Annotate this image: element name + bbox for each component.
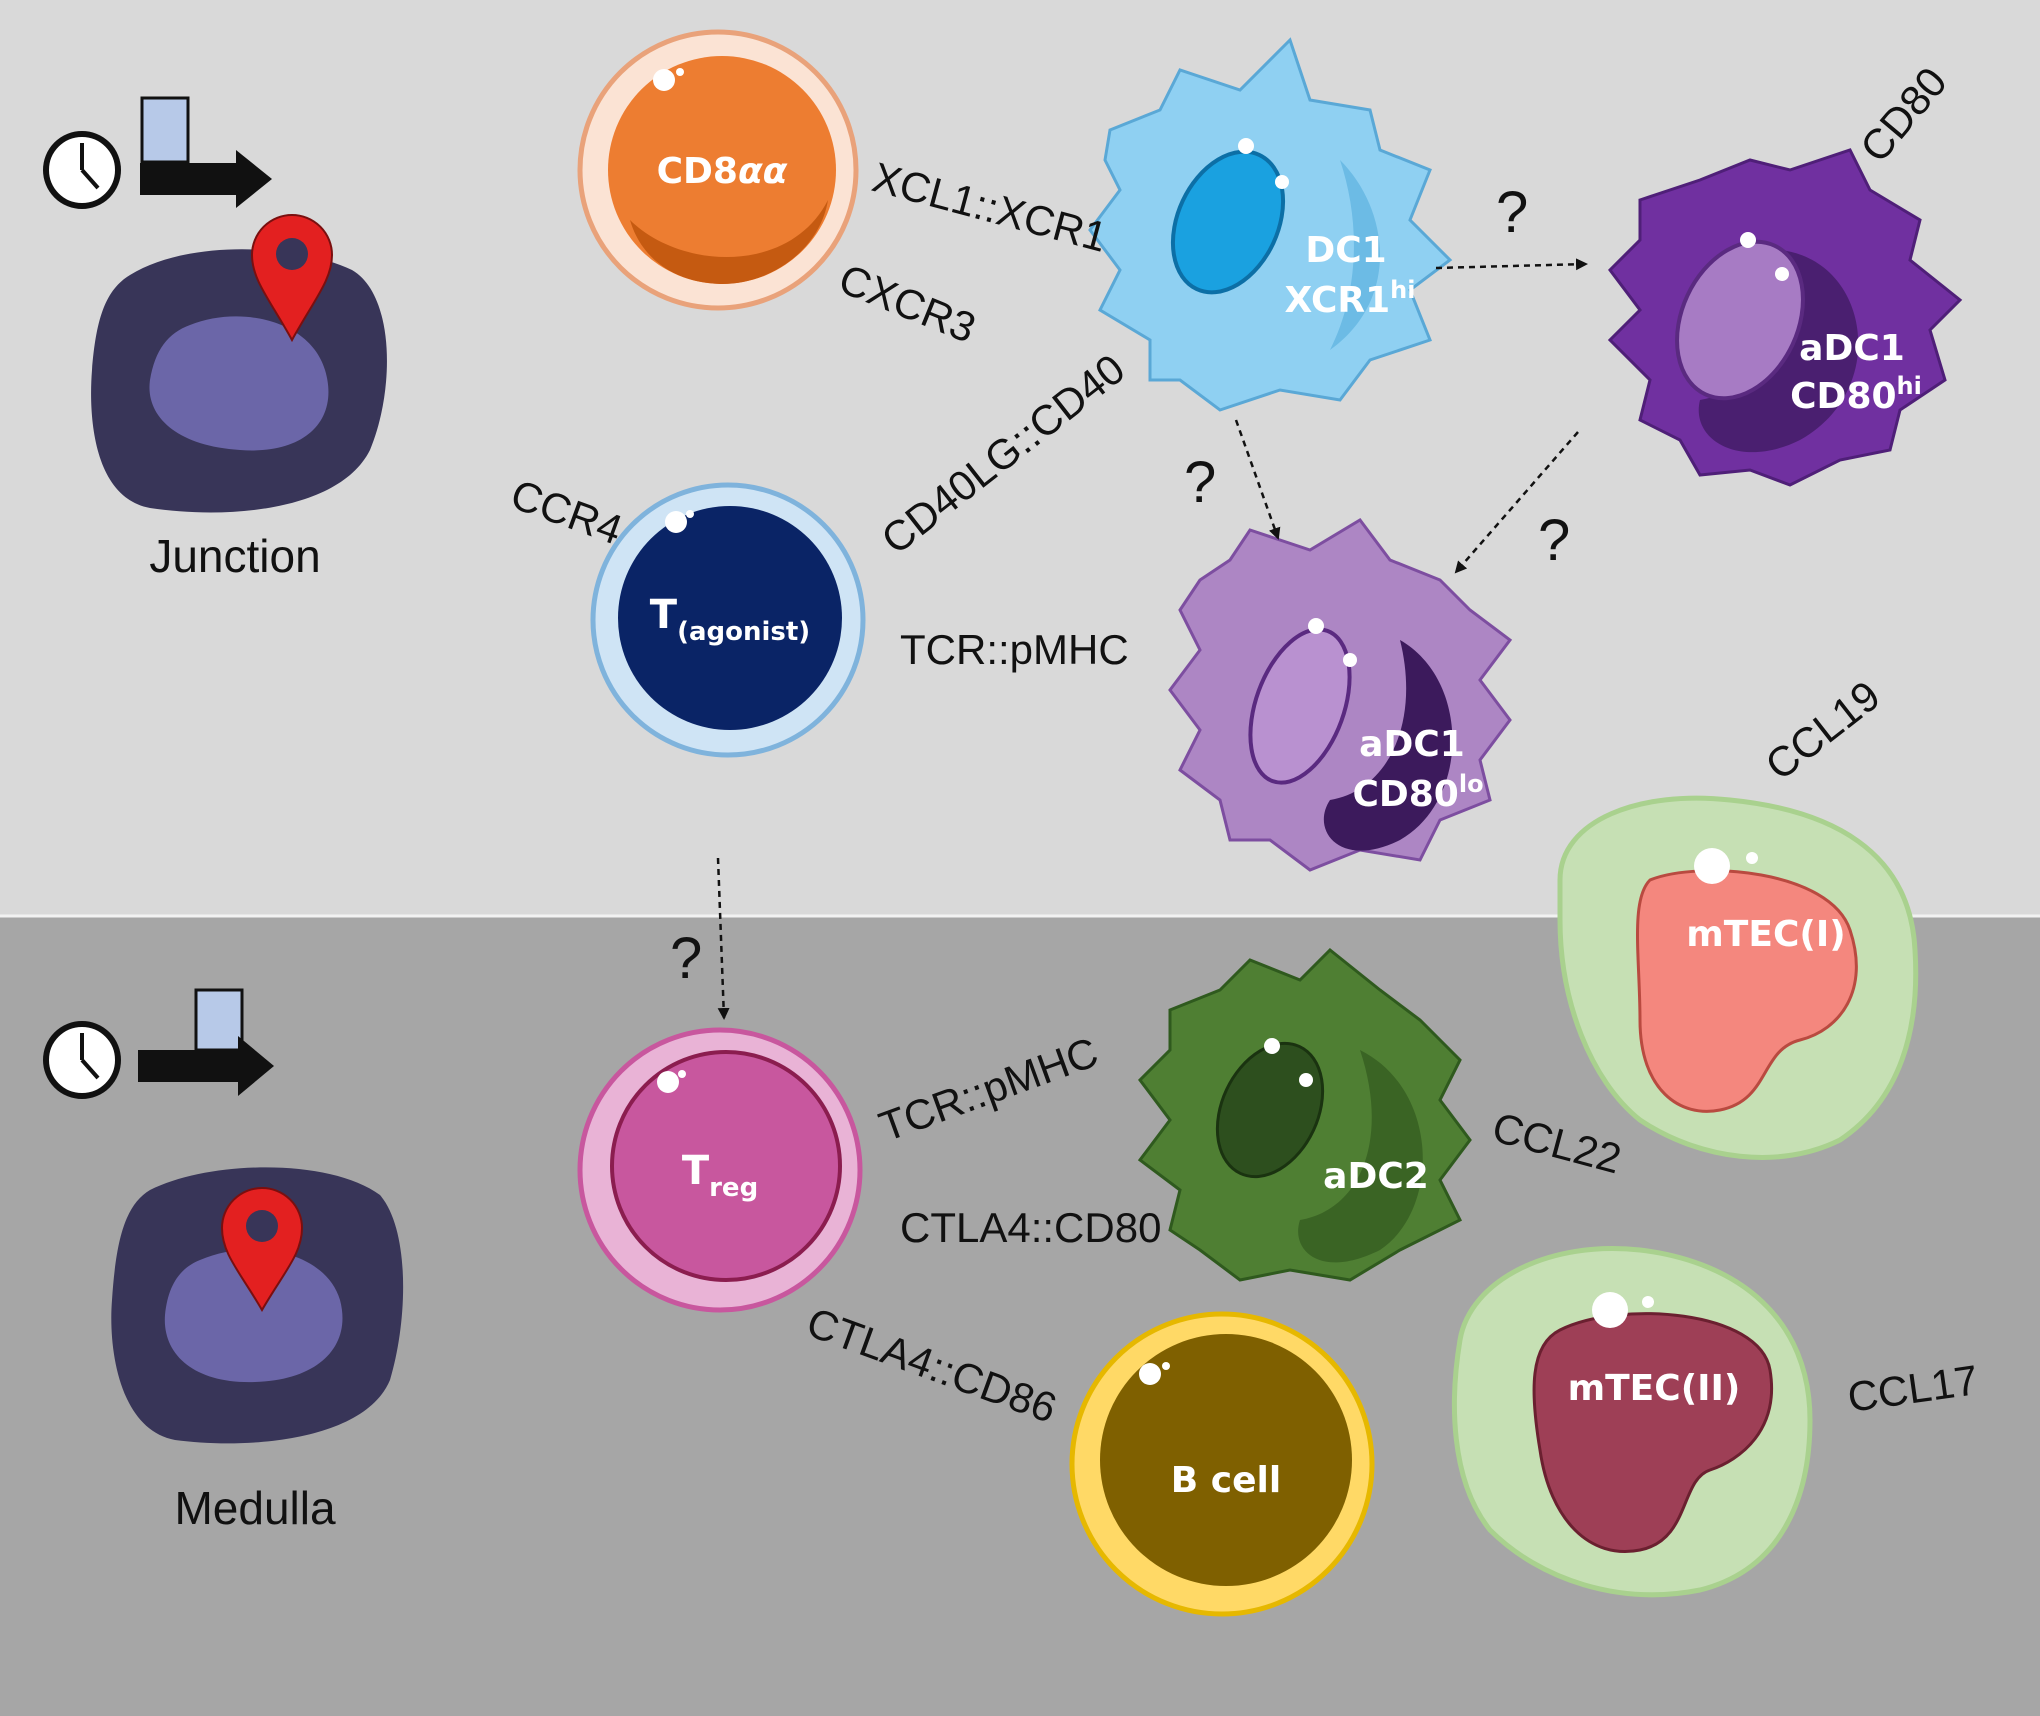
treg-label: Treg <box>682 1148 758 1203</box>
adc1-cd80lo-cell: aDC1 CD80lo <box>1168 518 1513 872</box>
mtec-ii-cell: mTEC(II) <box>1451 1246 1813 1598</box>
arrow-dc1-to-adc1-lo <box>1234 419 1281 540</box>
bent-arrow-icon <box>140 96 272 208</box>
medulla-icon: Medulla <box>43 988 404 1534</box>
location-pin-icon <box>250 214 334 343</box>
junction-icon: Junction <box>43 96 387 582</box>
mtec-ii-label: mTEC(II) <box>1568 1368 1741 1409</box>
junction-label: Junction <box>149 530 320 582</box>
cd8aa-label: CD8αα <box>657 151 788 192</box>
mtec-i-label: mTEC(I) <box>1686 914 1845 955</box>
clock-icon <box>43 1021 121 1099</box>
t-agonist-label: T(agonist) <box>650 592 810 647</box>
ctla4-cd80-label: CTLA4::CD80 <box>900 1204 1161 1251</box>
bent-arrow-icon <box>138 988 274 1096</box>
dc1-label: DC1 <box>1305 230 1386 271</box>
cd80hi-label: CD80hi <box>1790 372 1922 417</box>
dc1-xcr1hi-cell: DC1 XCR1hi <box>1088 37 1453 412</box>
cd80lo-label: CD80lo <box>1352 770 1483 815</box>
location-pin-icon <box>220 1187 304 1312</box>
arrow-adc1-hi-to-adc1-lo <box>1454 431 1579 574</box>
xcr1hi-label: XCR1hi <box>1285 276 1416 321</box>
adc1-cd80hi-cell: aDC1 CD80hi <box>1607 148 1963 487</box>
arrow-dc1-to-adc1-hi <box>1435 258 1588 271</box>
b-cell: B cell <box>1069 1311 1375 1617</box>
adc2-label: aDC2 <box>1323 1156 1429 1197</box>
adc1-lo-label: aDC1 <box>1359 724 1465 765</box>
thymus-lobule-icon <box>111 1167 404 1444</box>
question-mark-treg: ? <box>670 926 702 991</box>
treg-cell: Treg <box>577 1027 863 1313</box>
tcr-pmhc-top-label: TCR::pMHC <box>900 626 1129 673</box>
adc1-hi-label: aDC1 <box>1799 328 1905 369</box>
question-mark-dc1-adc1-lo: ? <box>1184 450 1216 515</box>
cd8aa-cell: CD8αα <box>577 29 859 311</box>
mtec-i-cell: mTEC(I) <box>1557 795 1919 1160</box>
arrow-t-agonist-to-treg <box>716 857 730 1020</box>
medulla-label: Medulla <box>174 1482 336 1534</box>
b-cell-label: B cell <box>1171 1460 1281 1501</box>
question-mark-adc1-hi-lo: ? <box>1538 508 1570 573</box>
question-mark-dc1-adc1-hi: ? <box>1496 180 1528 245</box>
t-agonist-cell: T(agonist) <box>590 482 866 758</box>
clock-icon <box>43 131 121 209</box>
thymus-lobule-icon <box>91 249 387 513</box>
adc2-cell: aDC2 <box>1137 947 1472 1282</box>
